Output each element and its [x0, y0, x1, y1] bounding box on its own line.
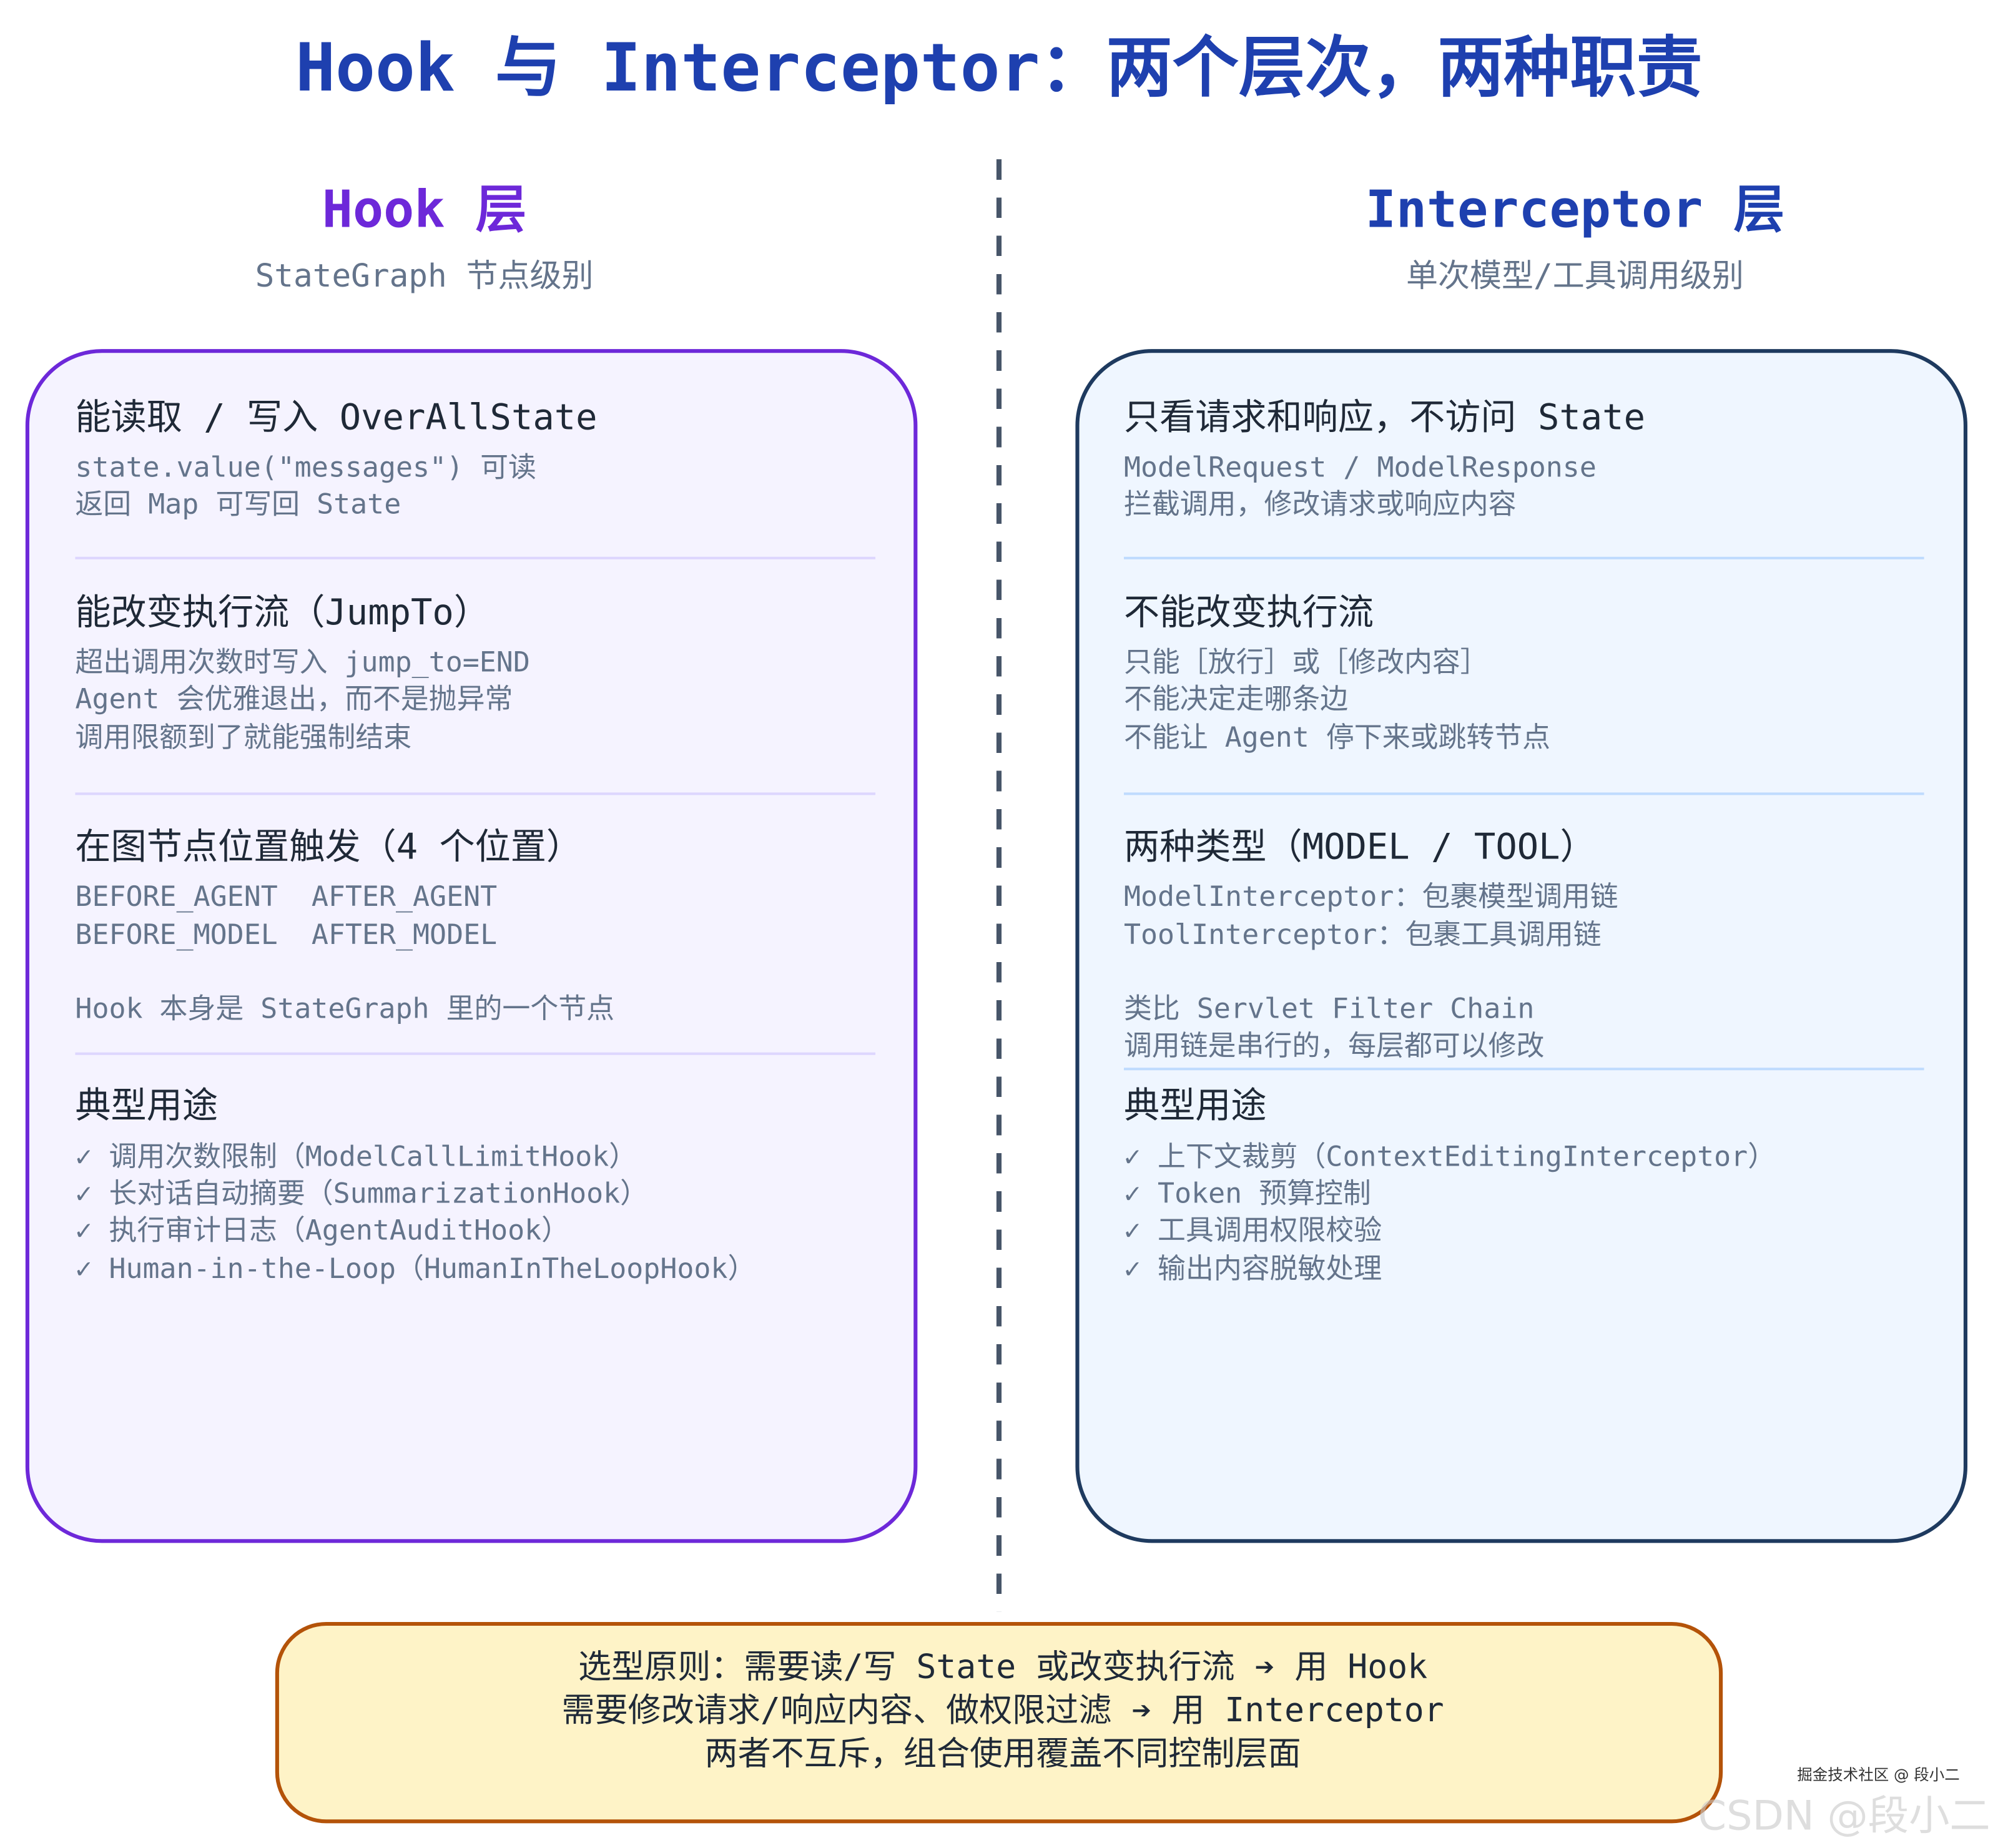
use-case-item: ✓ 上下文裁剪（ContextEditingInterceptor） [1123, 1141, 1776, 1174]
use-case-item: ✓ 执行审计日志（AgentAuditHook） [75, 1215, 570, 1247]
section-divider [1123, 556, 1924, 559]
selection-principle-note: 选型原则：需要读/写 State 或改变执行流 ➔ 用 Hook 需要修改请求/… [275, 1621, 1723, 1824]
section-line: state.value("messages") 可读 [75, 452, 536, 484]
section-line: BEFORE_AGENT AFTER_AGENT [75, 882, 498, 914]
section-line: 拦截调用，修改请求或响应内容 [1123, 489, 1517, 521]
csdn-watermark: CSDN @段小二 [1698, 1791, 1991, 1840]
juejin-watermark: 掘金技术社区 @ 段小二 [1797, 1766, 1960, 1784]
section-line: 调用限额到了就能强制结束 [75, 722, 412, 755]
use-case-item: ✓ 调用次数限制（ModelCallLimitHook） [75, 1141, 637, 1174]
section-heading: 两种类型（MODEL / TOOL） [1123, 825, 1596, 868]
section-heading: 在图节点位置触发（4 个位置） [75, 825, 583, 868]
diagram-title: Hook 与 Interceptor：两个层次，两种职责 [295, 30, 1703, 107]
section-heading: 典型用途 [75, 1084, 219, 1127]
use-case-item: ✓ Token 预算控制 [1123, 1178, 1371, 1211]
section-line: Agent 会优雅退出，而不是抛异常 [75, 684, 513, 716]
hook-card [25, 349, 918, 1543]
section-heading: 能读取 / 写入 OverAllState [75, 396, 598, 439]
use-case-item: ✓ 输出内容脱敏处理 [1123, 1254, 1382, 1286]
dashed-divider [996, 159, 1002, 1612]
note-line: 选型原则：需要读/写 State 或改变执行流 ➔ 用 Hook [578, 1648, 1428, 1688]
section-line: 超出调用次数时写入 jump_to=END [75, 647, 530, 679]
section-divider [75, 792, 876, 795]
interceptor-layer-heading: Interceptor 层 [1365, 180, 1785, 240]
note-line: 两者不互斥，组合使用覆盖不同控制层面 [704, 1735, 1301, 1774]
section-line: ModelInterceptor：包裹模型调用链 [1123, 882, 1618, 914]
hook-layer-heading: Hook 层 [322, 180, 527, 240]
note-line: 需要修改请求/响应内容、做权限过滤 ➔ 用 Interceptor [561, 1692, 1444, 1731]
section-heading: 不能改变执行流 [1123, 591, 1374, 634]
interceptor-card [1075, 349, 1967, 1543]
use-case-item: ✓ 工具调用权限校验 [1123, 1215, 1382, 1247]
section-line: ToolInterceptor：包裹工具调用链 [1123, 920, 1602, 952]
section-line: 返回 Map 可写回 State [75, 489, 401, 521]
section-divider [1123, 1068, 1924, 1071]
section-line: ModelRequest / ModelResponse [1123, 452, 1597, 484]
use-case-item: ✓ 长对话自动摘要（SummarizationHook） [75, 1178, 649, 1211]
section-line: 类比 Servlet Filter Chain [1123, 993, 1535, 1026]
section-line: 只能［放行］或［修改内容］ [1123, 647, 1489, 679]
section-divider [75, 1052, 876, 1055]
section-divider [75, 556, 876, 559]
hook-layer-subtitle: StateGraph 节点级别 [255, 257, 594, 295]
section-line: 调用链是串行的，每层都可以修改 [1123, 1031, 1545, 1063]
section-line: Hook 本身是 StateGraph 里的一个节点 [75, 993, 615, 1026]
section-heading: 只看请求和响应，不访问 State [1123, 396, 1645, 439]
interceptor-layer-subtitle: 单次模型/工具调用级别 [1405, 257, 1744, 295]
section-line: BEFORE_MODEL AFTER_MODEL [75, 920, 498, 952]
section-heading: 能改变执行流（JumpTo） [75, 591, 490, 634]
section-divider [1123, 792, 1924, 795]
section-line: 不能让 Agent 停下来或跳转节点 [1123, 722, 1551, 755]
section-heading: 典型用途 [1123, 1084, 1267, 1127]
use-case-item: ✓ Human-in-the-Loop（HumanInTheLoopHook） [75, 1254, 756, 1286]
section-line: 不能决定走哪条边 [1123, 684, 1349, 716]
